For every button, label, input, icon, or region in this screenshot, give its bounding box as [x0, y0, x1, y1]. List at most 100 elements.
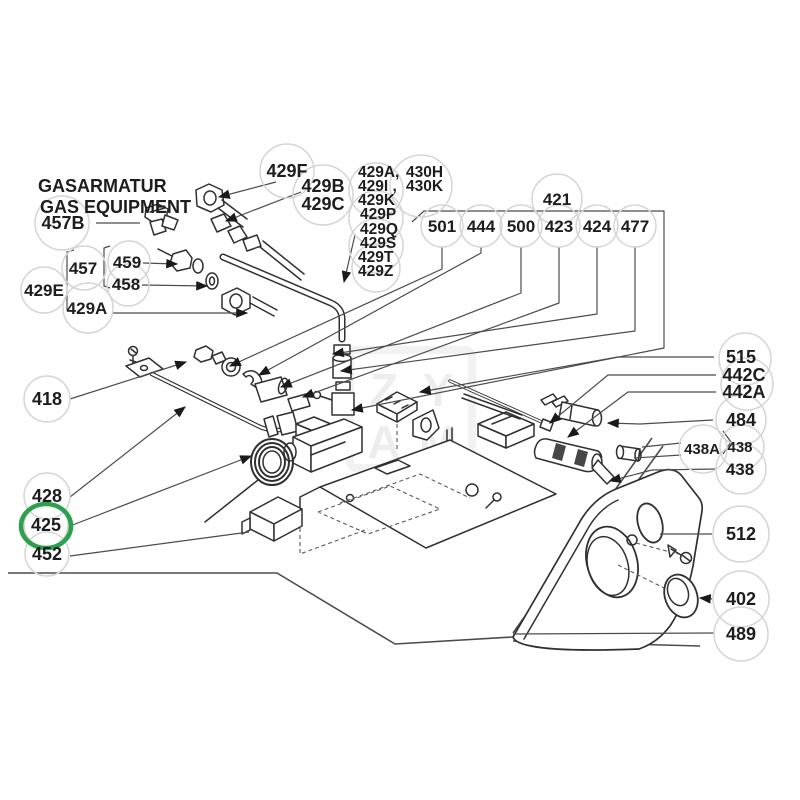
- part-screw: [667, 544, 693, 565]
- callout-circle: [715, 443, 767, 495]
- callout-429S: 429S: [360, 235, 396, 252]
- callout-429B: 429B: [301, 176, 344, 196]
- callout-421: 421: [543, 190, 571, 209]
- callout-428: 428: [32, 486, 62, 506]
- callout-circle: [348, 190, 404, 246]
- callout-circle: [348, 162, 404, 218]
- part-elbow-fitting: [144, 203, 179, 236]
- callout-circle: [613, 204, 657, 248]
- part-relay-box: [241, 496, 303, 542]
- part-fitting-train: [193, 345, 311, 412]
- callout-circle: [420, 204, 464, 248]
- callout-459: 459: [113, 253, 141, 272]
- leader-421-bracket: [350, 210, 665, 413]
- callout-circle: [389, 154, 453, 218]
- part-sleeve-438A: [615, 444, 642, 462]
- leader-444: [257, 247, 482, 376]
- callout-515: 515: [726, 347, 756, 367]
- leader-452: [69, 531, 250, 557]
- callout-circle: [61, 245, 107, 291]
- part-connector-block: [477, 411, 535, 449]
- callout-circle: [537, 204, 581, 248]
- callout-circles: [18, 143, 774, 662]
- part-union-nut: [195, 183, 248, 228]
- callout-484: 484: [726, 410, 756, 430]
- watermark-letter: Y: [423, 364, 454, 416]
- part-nut-429A: [221, 287, 278, 317]
- callout-457: 457: [69, 259, 97, 278]
- leader-459: [142, 258, 179, 269]
- callout-457B: 457B: [41, 213, 84, 233]
- callout-circle: [499, 204, 543, 248]
- callout-444: 444: [467, 217, 496, 236]
- callout-501: 501: [428, 217, 456, 236]
- callout-429C: 429C: [301, 194, 344, 214]
- callout-430H: 430H: [406, 164, 443, 181]
- leader-477: [339, 247, 636, 375]
- callout-circle: [575, 204, 619, 248]
- callout-circle: [20, 266, 68, 314]
- callout-circle: [24, 531, 70, 577]
- callout-circle: [34, 195, 90, 251]
- leader-442C: [549, 374, 716, 424]
- callout-circle: [23, 472, 71, 520]
- callout-circle: [712, 505, 770, 563]
- leader-438A-lower: [633, 454, 682, 459]
- leader-429F: [217, 181, 277, 199]
- leader-515: [418, 356, 714, 395]
- callout-circle: [712, 570, 770, 628]
- callout-438: 438: [726, 460, 754, 479]
- callout-circle: [23, 375, 71, 423]
- leader-438A-upper: [641, 442, 682, 448]
- callout-circle: [459, 204, 503, 248]
- callout-circle: [292, 164, 354, 226]
- callout-438A: 438A: [684, 441, 720, 458]
- leader-428: [69, 406, 186, 498]
- leader-442A: [567, 391, 716, 438]
- part-gas-pipe: [219, 253, 346, 343]
- leader-402: [698, 594, 713, 604]
- labels: GASARMATUR GAS EQUIPMENT 457B 429F 429B …: [24, 161, 765, 644]
- part-supply-rod: [125, 345, 299, 438]
- callout-452: 452: [32, 544, 62, 564]
- part-olive-458: [205, 272, 219, 290]
- callout-418: 418: [32, 389, 62, 409]
- callout-429K: 429K: [358, 192, 396, 209]
- callout-477: 477: [621, 217, 649, 236]
- callout-circle: [713, 606, 769, 662]
- leader-lines: [66, 181, 732, 635]
- callout-423: 423: [545, 217, 573, 236]
- callout-circle: [351, 243, 401, 293]
- callout-442A: 442A: [722, 382, 765, 402]
- part-valve-body: [283, 418, 363, 473]
- callout-424: 424: [583, 217, 612, 236]
- leader-429B-429C: [224, 191, 302, 222]
- leader-424: [331, 247, 598, 358]
- callout-512: 512: [726, 524, 756, 544]
- callout-circle: [715, 394, 767, 446]
- leader-500: [279, 247, 522, 388]
- callout-circle: [107, 240, 151, 284]
- callout-circle: [719, 424, 765, 470]
- callout-429F: 429F: [266, 161, 307, 181]
- callout-429I: 429I ,: [358, 178, 397, 195]
- leader-484: [606, 418, 714, 429]
- part-pipe-stack: [312, 344, 355, 416]
- callout-circle: [531, 173, 583, 225]
- callout-438-muted: 438: [727, 439, 752, 456]
- part-solenoid: [533, 438, 615, 485]
- part-mounting-plate: [299, 439, 557, 555]
- callout-429Z: 429Z: [358, 263, 394, 280]
- leader-458: [141, 281, 209, 291]
- callout-circle: [718, 332, 772, 386]
- leader-429-list: [341, 234, 356, 284]
- callout-489: 489: [726, 624, 756, 644]
- callout-circle: [62, 282, 114, 334]
- callout-429A-list: 429A,: [358, 164, 399, 181]
- callout-429E: 429E: [24, 281, 64, 300]
- leader-418: [69, 360, 188, 400]
- diagram-title-de: GASARMATUR: [38, 176, 167, 196]
- leader-438: [608, 468, 717, 483]
